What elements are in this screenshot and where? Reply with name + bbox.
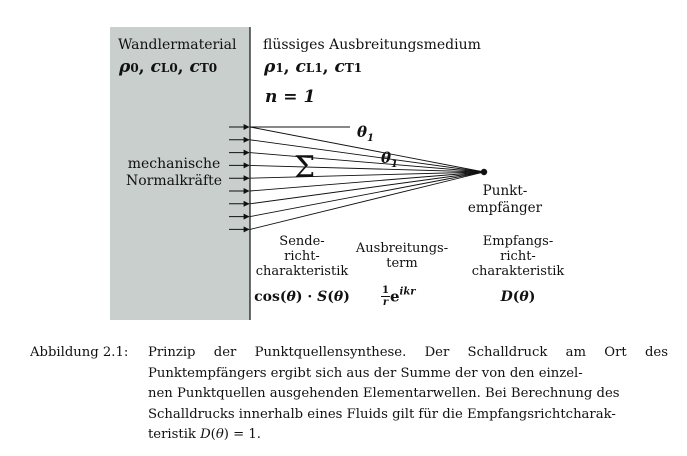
ray-line xyxy=(249,171,485,205)
caption-line: nen Punktquellen ausgehenden Elementarwe… xyxy=(148,386,620,401)
point-source-diagram xyxy=(110,27,488,320)
left-region-title: Wandlermaterial xyxy=(118,37,237,53)
propagation-term-label: Ausbreitungs- term xyxy=(355,241,449,271)
caption-line: Punktempfängers ergibt sich aus der Summ… xyxy=(148,365,583,381)
sender-term-label: Sende- richt- charakteristik xyxy=(255,234,349,279)
force-arrows xyxy=(229,124,250,233)
ray-line xyxy=(249,152,485,173)
ray-fan xyxy=(249,126,485,230)
ray-line xyxy=(249,171,485,230)
right-region-title: flüssiges Ausbreitungsmedium xyxy=(263,37,481,53)
receiver-term-formula: D(θ) xyxy=(500,289,536,305)
caption-line: Prinzip der Punktquellensynthese. Der Sc… xyxy=(148,345,668,360)
right-region-symbols: ρ1, cL1, cT1 xyxy=(264,57,363,77)
force-label: mechanische Normalkräfte xyxy=(125,156,223,189)
angle-label-upper: θ1 xyxy=(357,123,374,144)
normal-label: n = 1 xyxy=(265,87,316,107)
caption-text: Prinzip der Punktquellensynthese. Der Sc… xyxy=(148,343,668,446)
angle-label-lower: θ1 xyxy=(381,149,398,170)
sum-symbol: Σ xyxy=(294,150,316,185)
ray-line xyxy=(249,126,485,173)
receiver-point xyxy=(480,168,488,176)
receiver-term-label: Empfangs- richt- charakteristik xyxy=(471,234,565,279)
caption-line: Schalldrucks innerhalb eines Fluids gilt… xyxy=(148,406,616,422)
sender-term-formula: cos(θ) · S(θ) xyxy=(254,289,350,305)
ray-line xyxy=(249,171,485,218)
ray-line xyxy=(249,171,485,192)
caption-line-last: teristik D(θ) = 1. xyxy=(148,427,261,442)
caption-label: Abbildung 2.1: xyxy=(30,345,129,360)
ray-line xyxy=(249,139,485,173)
transducer-region xyxy=(110,27,250,320)
figure: Wandlermaterial ρ0, cL0, cT0 flüssiges A… xyxy=(110,27,565,320)
receiver-label: Punkt- empfänger xyxy=(467,183,543,216)
left-region-symbols: ρ0, cL0, cT0 xyxy=(119,57,218,77)
ray-line xyxy=(249,164,485,173)
ray-line xyxy=(249,171,485,179)
propagation-term-formula: 1 r eikr xyxy=(381,285,416,308)
